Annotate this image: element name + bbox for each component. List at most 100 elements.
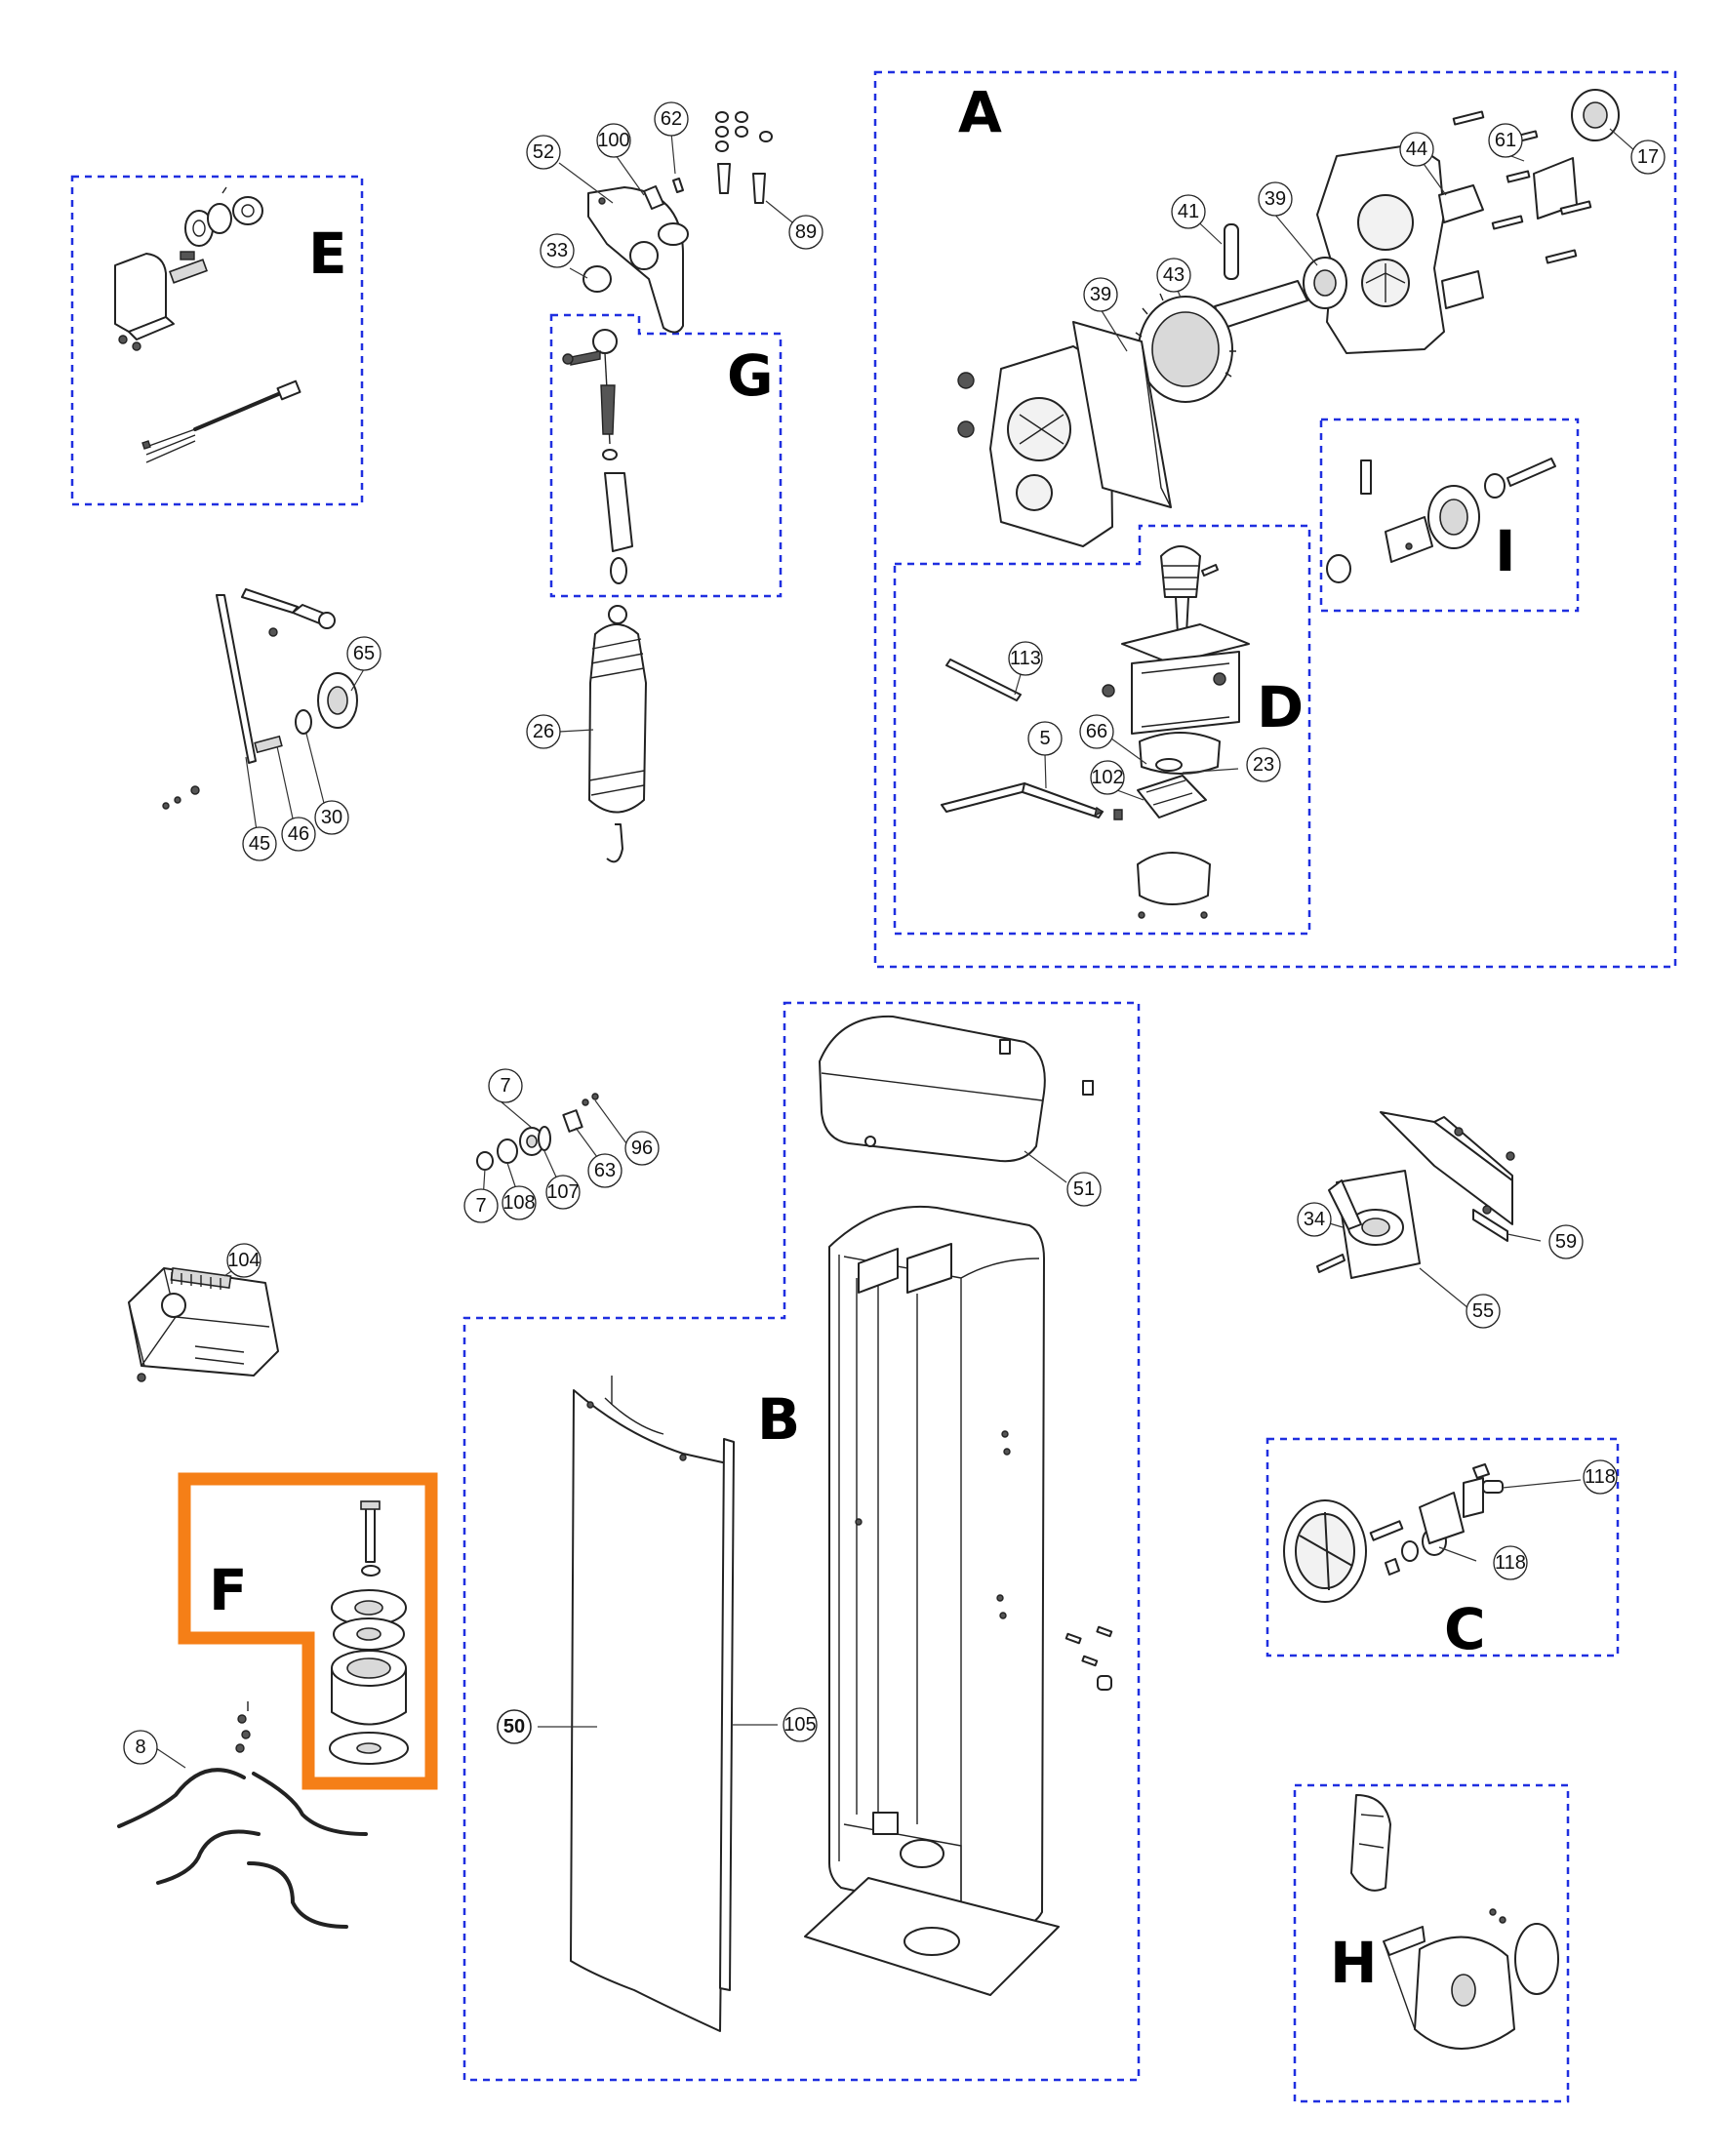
d-rods xyxy=(941,659,1123,820)
svg-text:102: 102 xyxy=(1091,767,1123,788)
callout-43: 43 xyxy=(1156,258,1191,293)
callout-26: 26 xyxy=(526,714,561,749)
callout-50: 50 xyxy=(497,1709,532,1744)
svg-text:17: 17 xyxy=(1637,146,1659,168)
svg-text:63: 63 xyxy=(594,1160,616,1181)
g-screw-set-89 xyxy=(715,111,773,204)
svg-text:33: 33 xyxy=(546,240,568,261)
svg-text:39: 39 xyxy=(1265,188,1286,210)
callout-52: 52 xyxy=(526,135,561,170)
svg-text:8: 8 xyxy=(135,1737,145,1758)
b-loose-screws xyxy=(1064,1625,1113,1691)
callout-113: 113 xyxy=(1008,641,1043,676)
svg-text:23: 23 xyxy=(1253,754,1274,776)
g-tension-rod xyxy=(562,329,633,584)
svg-text:7: 7 xyxy=(500,1075,510,1097)
svg-text:89: 89 xyxy=(795,221,817,243)
crank-rod-assembly xyxy=(162,588,358,810)
group-letter-i: I xyxy=(1495,518,1516,584)
callout-105: 105 xyxy=(783,1707,818,1742)
svg-text:107: 107 xyxy=(546,1181,579,1203)
callout-100: 100 xyxy=(596,123,631,158)
a-oil-seal-17 xyxy=(1571,89,1620,141)
callout-108: 108 xyxy=(502,1185,537,1220)
e-wiring-harness xyxy=(141,379,301,463)
callout-39-upper: 39 xyxy=(1258,181,1293,217)
svg-text:5: 5 xyxy=(1039,728,1050,749)
callout-44: 44 xyxy=(1399,132,1434,167)
svg-text:55: 55 xyxy=(1472,1300,1494,1322)
callout-8: 8 xyxy=(123,1730,158,1765)
svg-text:108: 108 xyxy=(502,1192,535,1214)
svg-text:50: 50 xyxy=(503,1716,525,1737)
b-side-panel-50 xyxy=(570,1376,728,2032)
callout-5: 5 xyxy=(1027,721,1063,756)
callout-7-lower: 7 xyxy=(463,1188,499,1223)
group-letter-d: D xyxy=(1257,674,1304,740)
group-letter-c: C xyxy=(1444,1596,1486,1662)
h-cover-assembly xyxy=(1350,1794,1559,2050)
group-letter-b: B xyxy=(757,1386,800,1453)
svg-text:30: 30 xyxy=(321,807,342,828)
svg-text:39: 39 xyxy=(1090,284,1111,305)
svg-text:62: 62 xyxy=(661,108,682,130)
group-c-box xyxy=(1265,1437,1620,1657)
callout-89: 89 xyxy=(788,215,823,250)
callout-23: 23 xyxy=(1246,747,1281,782)
callout-96: 96 xyxy=(624,1131,660,1166)
group-letter-e: E xyxy=(308,220,347,287)
group-letter-h: H xyxy=(1330,1930,1378,1996)
b-seal-strip-105 xyxy=(719,1438,735,1991)
svg-text:105: 105 xyxy=(783,1714,816,1736)
spring-26 xyxy=(588,605,647,863)
svg-text:52: 52 xyxy=(533,141,554,163)
callout-104: 104 xyxy=(226,1243,261,1278)
callout-7-upper: 7 xyxy=(488,1068,523,1103)
callout-66: 66 xyxy=(1079,714,1114,749)
svg-text:61: 61 xyxy=(1495,130,1516,151)
svg-text:96: 96 xyxy=(631,1138,653,1159)
group-i-box xyxy=(1319,418,1580,613)
bracket-assembly-59-55 xyxy=(1316,1111,1515,1279)
a-rear-housing xyxy=(1316,143,1578,354)
cable-set-8 xyxy=(117,1701,368,1929)
callouts: 52 100 62 89 33 26 17 44 61 41 39 43 39 … xyxy=(123,101,1666,1765)
group-letter-f: F xyxy=(209,1557,248,1623)
svg-text:46: 46 xyxy=(288,823,309,845)
callout-33: 33 xyxy=(540,233,575,268)
svg-text:26: 26 xyxy=(533,721,554,742)
e-bracket-assembly xyxy=(114,186,263,351)
callout-51: 51 xyxy=(1066,1172,1102,1207)
group-letters: A B C D E F G H I xyxy=(209,79,1516,1996)
group-g-box xyxy=(549,313,783,598)
callout-62: 62 xyxy=(654,101,689,137)
svg-text:44: 44 xyxy=(1406,139,1427,160)
callout-65: 65 xyxy=(346,636,382,671)
b-top-cover-51 xyxy=(819,1015,1094,1163)
svg-text:7: 7 xyxy=(475,1195,486,1217)
svg-text:118: 118 xyxy=(1495,1552,1526,1574)
part-drawings xyxy=(114,89,1620,2050)
svg-text:104: 104 xyxy=(227,1250,260,1271)
callout-46: 46 xyxy=(281,817,316,852)
callout-41: 41 xyxy=(1171,194,1206,229)
callout-107: 107 xyxy=(545,1175,581,1210)
group-outlines xyxy=(70,70,1677,2103)
control-unit-104 xyxy=(128,1266,279,1382)
group-f-highlight xyxy=(178,1472,438,1790)
group-b-box xyxy=(462,1001,1141,2082)
callout-55: 55 xyxy=(1466,1294,1501,1329)
svg-text:66: 66 xyxy=(1086,721,1107,742)
svg-text:113: 113 xyxy=(1010,648,1041,669)
callout-63: 63 xyxy=(587,1153,623,1188)
group-letter-g: G xyxy=(727,342,774,409)
svg-text:34: 34 xyxy=(1304,1209,1325,1230)
svg-text:43: 43 xyxy=(1163,264,1185,286)
callout-30: 30 xyxy=(314,800,349,835)
group-letter-a: A xyxy=(958,79,1002,145)
svg-text:59: 59 xyxy=(1555,1231,1577,1253)
i-gear-set xyxy=(1326,458,1556,583)
callout-45: 45 xyxy=(242,826,277,861)
a-front-housing xyxy=(957,321,1172,547)
